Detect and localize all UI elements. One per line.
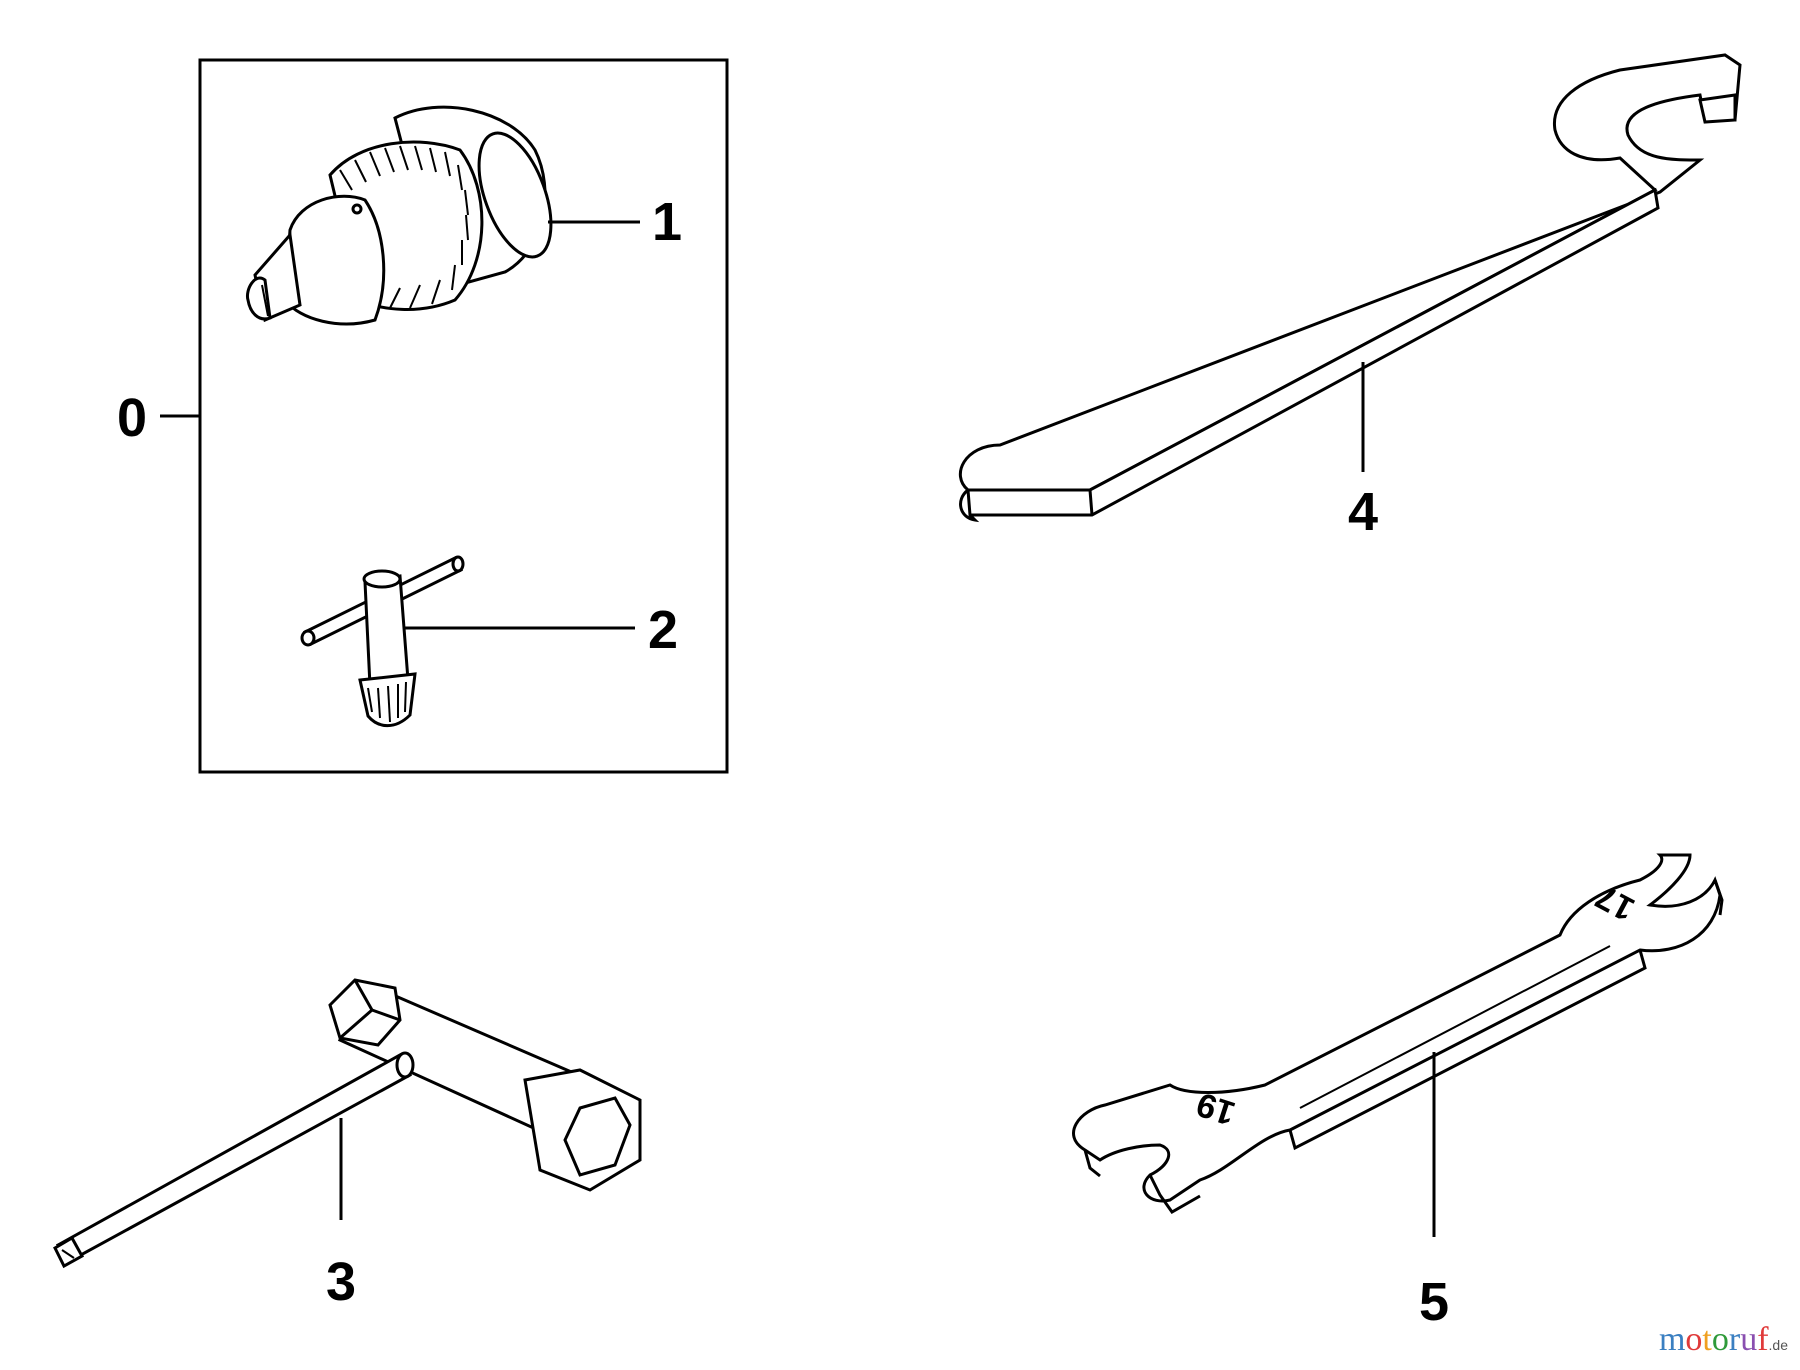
callout-5: 5 <box>1419 1272 1449 1332</box>
chuck-key <box>300 555 465 728</box>
watermark-logo: motoruf.de <box>1659 1321 1788 1359</box>
spanner-wrench <box>958 53 1742 523</box>
callout-2: 2 <box>648 600 678 660</box>
open-end-wrench <box>1072 853 1724 1214</box>
watermark-letter: r <box>1728 1321 1741 1358</box>
callout-1: 1 <box>652 192 682 252</box>
watermark-letter: o <box>1711 1321 1729 1358</box>
watermark-letter: u <box>1740 1321 1758 1358</box>
callout-0: 0 <box>117 388 147 448</box>
callout-3: 3 <box>326 1252 356 1312</box>
watermark-letter: f <box>1757 1321 1769 1358</box>
watermark-letter: o <box>1685 1321 1703 1358</box>
watermark-suffix: .de <box>1768 1337 1788 1353</box>
watermark-letter: m <box>1658 1321 1686 1358</box>
spark-plug-wrench <box>53 978 642 1269</box>
watermark-letter: t <box>1702 1321 1712 1358</box>
drill-chuck <box>245 105 553 326</box>
callout-4: 4 <box>1348 482 1378 542</box>
